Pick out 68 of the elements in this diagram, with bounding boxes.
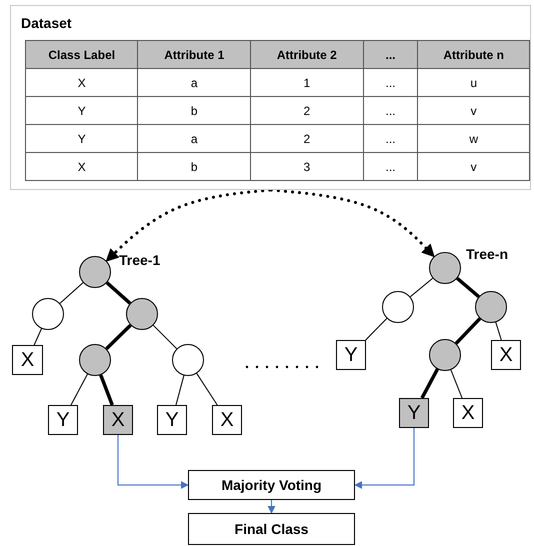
column-header: ...	[363, 40, 418, 68]
table-cell: 1	[250, 68, 364, 96]
leaf-box: Y	[48, 405, 78, 435]
table-cell: w	[418, 124, 530, 152]
table-cell: b	[138, 152, 251, 180]
tree-branch	[59, 282, 84, 304]
tree-branch	[34, 328, 42, 346]
table-cell: 2	[250, 124, 364, 152]
table-cell: Y	[26, 96, 138, 124]
table-cell: X	[26, 152, 138, 180]
table-cell: 3	[250, 152, 364, 180]
tree-node-circle	[382, 291, 414, 323]
table-cell: b	[138, 96, 251, 124]
leaf-box: X	[453, 398, 483, 428]
column-header: Attribute 2	[250, 40, 364, 68]
tree-branch	[106, 281, 132, 305]
arrow	[270, 188, 436, 258]
table-cell: ...	[363, 152, 418, 180]
column-header: Attribute 1	[138, 40, 251, 68]
tree-node-circle	[79, 344, 111, 376]
tree-branch	[456, 277, 480, 298]
arrow	[105, 188, 272, 262]
table-cell: v	[418, 96, 530, 124]
tree-branch	[70, 374, 88, 406]
tree-branch	[105, 324, 132, 350]
table-cell: 2	[250, 96, 364, 124]
tree-branch	[99, 374, 114, 406]
table-cell: X	[26, 68, 138, 96]
leaf-box: X	[103, 405, 133, 435]
tree-branch	[176, 374, 184, 406]
arrow	[354, 428, 414, 489]
tree-node-circle	[429, 339, 461, 371]
tree-label: Tree-n	[466, 246, 508, 262]
process-box: Majority Voting	[188, 470, 355, 500]
tree-branch	[495, 322, 502, 340]
leaf-box: Y	[399, 398, 429, 428]
tree-branch	[152, 324, 178, 350]
table-cell: u	[418, 68, 530, 96]
tree-node-circle	[32, 298, 64, 330]
leaf-box: X	[491, 340, 521, 370]
panel-heading: Dataset	[21, 15, 72, 31]
table-cell: a	[138, 68, 251, 96]
column-header: Attribute n	[418, 40, 530, 68]
leaf-box: X	[12, 345, 43, 375]
table-cell: Y	[26, 124, 138, 152]
table-cell: ...	[363, 68, 418, 96]
table-cell: a	[138, 124, 251, 152]
arrow	[268, 500, 276, 514]
tree-branch	[410, 278, 434, 298]
table-cell: ...	[363, 124, 418, 152]
tree-node-circle	[172, 344, 204, 376]
leaf-box: Y	[336, 340, 366, 370]
tree-branch	[196, 372, 218, 406]
tree-node-circle	[475, 291, 507, 323]
column-header: Class Label	[26, 40, 138, 68]
dataset-panel	[10, 5, 531, 190]
process-box: Final Class	[188, 513, 355, 545]
tree-branch	[365, 318, 388, 340]
arrow	[118, 434, 189, 489]
tree-label: Tree-1	[119, 252, 160, 268]
table-cell: v	[418, 152, 530, 180]
leaf-box: X	[212, 405, 242, 435]
table-cell: ...	[363, 96, 418, 124]
tree-branch	[454, 317, 482, 345]
tree-node-circle	[126, 298, 158, 330]
leaf-box: Y	[157, 405, 187, 435]
tree-branch	[450, 369, 463, 398]
tree-branch	[420, 368, 439, 399]
